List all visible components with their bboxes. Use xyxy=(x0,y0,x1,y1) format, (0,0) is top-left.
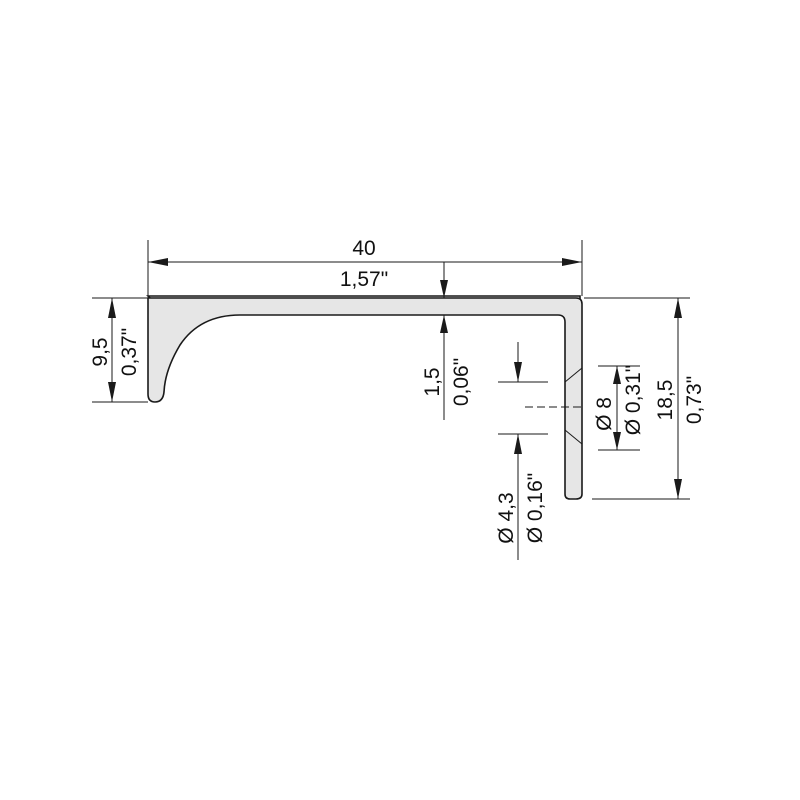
left-height-arrow-bottom xyxy=(108,382,116,402)
left-height-arrow-top xyxy=(108,298,116,318)
wall-arrow-top xyxy=(440,280,448,298)
wall-label-mm: 1,5 xyxy=(421,367,444,396)
width-label-mm: 40 xyxy=(352,237,375,260)
left-height-label-mm: 9,5 xyxy=(89,337,112,366)
small-hole-label-mm: Ø 4,3 xyxy=(495,492,518,543)
width-arrow-left xyxy=(148,258,168,266)
handle-profile-body xyxy=(147,297,583,500)
total-height-arrow-bottom xyxy=(674,479,682,499)
total-height-arrow-top xyxy=(674,298,682,318)
small-hole-arrow-bottom xyxy=(514,434,522,454)
small-hole-label-inch: Ø 0,16" xyxy=(524,473,547,544)
groove-line-bottom xyxy=(564,429,583,445)
large-hole-arrow-bottom xyxy=(613,432,621,450)
large-hole-label-inch: Ø 0,31" xyxy=(622,365,645,436)
large-hole-label-mm: Ø 8 xyxy=(593,397,616,431)
large-hole-arrow-top xyxy=(613,366,621,384)
left-height-label-inch: 0,37" xyxy=(118,328,141,376)
total-height-label-inch: 0,73" xyxy=(683,376,706,424)
width-label-inch: 1,57" xyxy=(340,268,388,291)
small-hole-arrow-top xyxy=(514,362,522,382)
wall-arrow-bottom xyxy=(440,315,448,333)
total-height-label-mm: 18,5 xyxy=(654,380,677,421)
wall-label-inch: 0,06" xyxy=(450,358,473,406)
groove-line-top xyxy=(564,367,583,383)
width-arrow-right xyxy=(562,258,582,266)
